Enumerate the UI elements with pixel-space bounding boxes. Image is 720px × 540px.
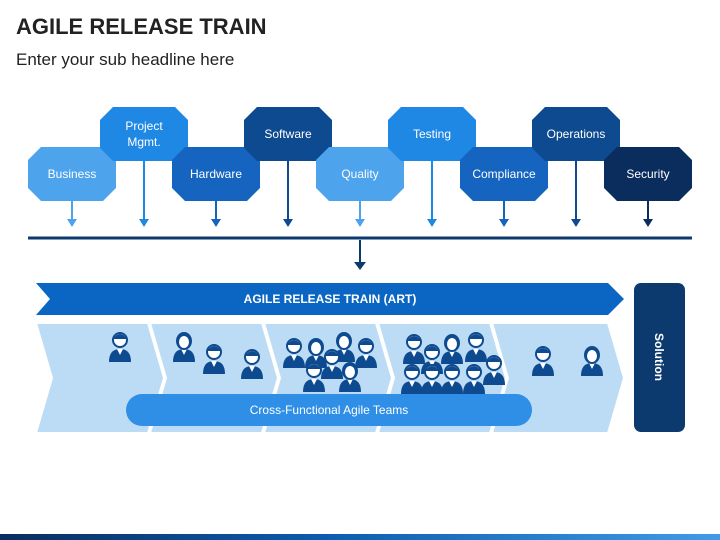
octagon-shape: [244, 107, 332, 161]
octagon-shape: [100, 107, 188, 161]
octagon-shape: [388, 107, 476, 161]
page-title: AGILE RELEASE TRAIN: [16, 14, 267, 39]
stakeholder-security: Security: [604, 147, 692, 227]
stakeholder-label: Compliance: [472, 167, 536, 181]
team-member-female-icon: [581, 346, 603, 376]
team-member-male-icon: [355, 338, 377, 368]
team-member-female-icon: [339, 362, 361, 392]
team-member-male-icon: [241, 349, 263, 379]
stakeholder-testing: Testing: [388, 107, 476, 227]
team-member-male-icon: [483, 355, 505, 385]
stakeholder-software: Software: [244, 107, 332, 227]
team-member-male-icon: [421, 364, 443, 394]
team-member-male-icon: [403, 334, 425, 364]
octagon-shape: [316, 147, 404, 201]
connector-arrowhead: [499, 219, 509, 227]
team-member-male-icon: [463, 364, 485, 394]
team-member-female-icon: [441, 334, 463, 364]
people-layer: [109, 332, 603, 394]
connector-arrowhead: [427, 219, 437, 227]
stakeholder-label: Business: [48, 167, 97, 181]
connector-arrowhead: [67, 219, 77, 227]
stakeholder-label: Operations: [547, 127, 606, 141]
stakeholder-compliance: Compliance: [460, 147, 548, 227]
stakeholder-label: Hardware: [190, 167, 242, 181]
solution-box: [634, 283, 685, 432]
team-member-male-icon: [401, 364, 423, 394]
teams-bar-label: Cross-Functional Agile Teams: [250, 403, 409, 417]
connector-arrowhead: [571, 219, 581, 227]
team-member-male-icon: [303, 362, 325, 392]
stakeholder-label: Testing: [413, 127, 451, 141]
team-member-male-icon: [321, 349, 343, 379]
team-member-male-icon: [465, 332, 487, 362]
team-member-male-icon: [283, 338, 305, 368]
stakeholder-label: Project: [125, 119, 163, 133]
octagon-shape: [28, 147, 116, 201]
octagon-shape: [460, 147, 548, 201]
team-member-male-icon: [532, 346, 554, 376]
stakeholder-label: Software: [264, 127, 312, 141]
page-subtitle: Enter your sub headline here: [16, 50, 235, 69]
octagon-shape: [532, 107, 620, 161]
art-banner: [36, 283, 624, 315]
solution-label: Solution: [652, 333, 666, 381]
art-banner-label: AGILE RELEASE TRAIN (ART): [244, 292, 417, 306]
stakeholder-layer: BusinessProjectMgmt.HardwareSoftwareQual…: [28, 107, 692, 227]
stakeholder-quality: Quality: [316, 147, 404, 227]
team-member-male-icon: [441, 364, 463, 394]
stakeholder-label: Quality: [341, 167, 378, 181]
stakeholder-hardware: Hardware: [172, 147, 260, 227]
central-arrow-head: [354, 262, 366, 270]
footer-gradient-bar: [0, 534, 720, 540]
stakeholder-label: Security: [626, 167, 669, 181]
octagon-shape: [172, 147, 260, 201]
connector-arrowhead: [139, 219, 149, 227]
connector-arrowhead: [211, 219, 221, 227]
stakeholder-label: Mgmt.: [127, 135, 160, 149]
team-member-male-icon: [203, 344, 225, 374]
stakeholder-operations: Operations: [532, 107, 620, 227]
connector-arrowhead: [643, 219, 653, 227]
team-member-female-icon: [173, 332, 195, 362]
connector-arrowhead: [283, 219, 293, 227]
teams-bar: [126, 394, 532, 426]
stakeholder-business: Business: [28, 147, 116, 227]
octagon-shape: [604, 147, 692, 201]
team-member-male-icon: [109, 332, 131, 362]
connector-arrowhead: [355, 219, 365, 227]
